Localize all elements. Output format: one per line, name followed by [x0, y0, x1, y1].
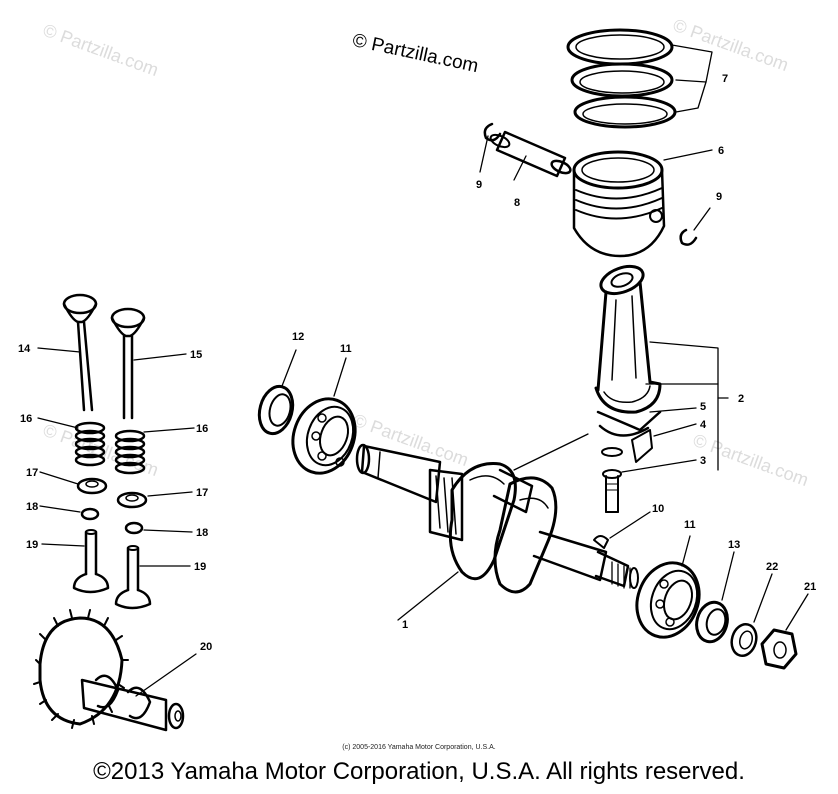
callout-label: 9	[476, 179, 482, 191]
callout-label: 14	[18, 343, 31, 355]
callout-label: 22	[766, 561, 778, 573]
valve-spring-left	[74, 421, 106, 467]
oil-seal-right	[695, 600, 729, 644]
callout-label: 13	[728, 539, 740, 551]
washer	[730, 622, 758, 658]
callout-label: 15	[190, 349, 202, 361]
callout-label: 7	[722, 73, 728, 85]
callout-label: 21	[804, 581, 816, 593]
copyright-main: ©2013 Yamaha Motor Corporation, U.S.A. A…	[93, 758, 745, 785]
callout-label: 11	[684, 519, 696, 531]
oil-seal-left	[257, 384, 295, 436]
woodruff-key	[593, 535, 609, 549]
nut	[760, 628, 798, 670]
camshaft	[33, 609, 185, 732]
callout-label: 4	[700, 419, 707, 431]
bearing-left	[291, 397, 357, 475]
callout-label: 8	[514, 197, 520, 209]
callout-label: 20	[200, 641, 212, 653]
valve-cotter-right	[124, 521, 144, 535]
callout-label: 3	[700, 455, 706, 467]
bearing-right	[635, 561, 701, 639]
callout-label: 10	[652, 503, 664, 515]
callout-label: 1	[402, 619, 408, 631]
callout-label: 9	[716, 191, 722, 203]
piston	[572, 150, 666, 258]
rod-bolt	[602, 469, 622, 513]
spring-retainer-right	[116, 491, 148, 509]
connecting-rod	[594, 264, 662, 463]
valve-spring-right	[114, 429, 146, 475]
spring-retainer-left	[76, 477, 108, 495]
callout-label: 12	[292, 331, 304, 343]
callout-label: 17	[26, 467, 38, 479]
callout-label: 11	[340, 343, 352, 355]
callout-label: 17	[196, 487, 208, 499]
valve-cotter-left	[80, 507, 100, 521]
callout-label: 18	[26, 501, 38, 513]
valve-exhaust	[110, 307, 146, 420]
circlip-right	[679, 228, 698, 246]
tappet-left	[72, 529, 110, 594]
callout-label: 2	[738, 393, 744, 405]
callout-label: 18	[196, 527, 208, 539]
piston-rings	[566, 28, 677, 129]
crankshaft	[355, 443, 639, 594]
callout-label: 16	[196, 423, 208, 435]
piston-pin	[489, 130, 572, 178]
circlip-left	[483, 122, 502, 142]
callout-label: 5	[700, 401, 706, 413]
valve-intake	[62, 293, 98, 412]
callout-label: 6	[718, 145, 724, 157]
callout-label: 19	[26, 539, 38, 551]
copyright-small: (c) 2005-2016 Yamaha Motor Corporation, …	[342, 744, 496, 751]
callout-label: 19	[194, 561, 206, 573]
tappet-right	[114, 545, 152, 610]
callout-label: 16	[20, 413, 32, 425]
